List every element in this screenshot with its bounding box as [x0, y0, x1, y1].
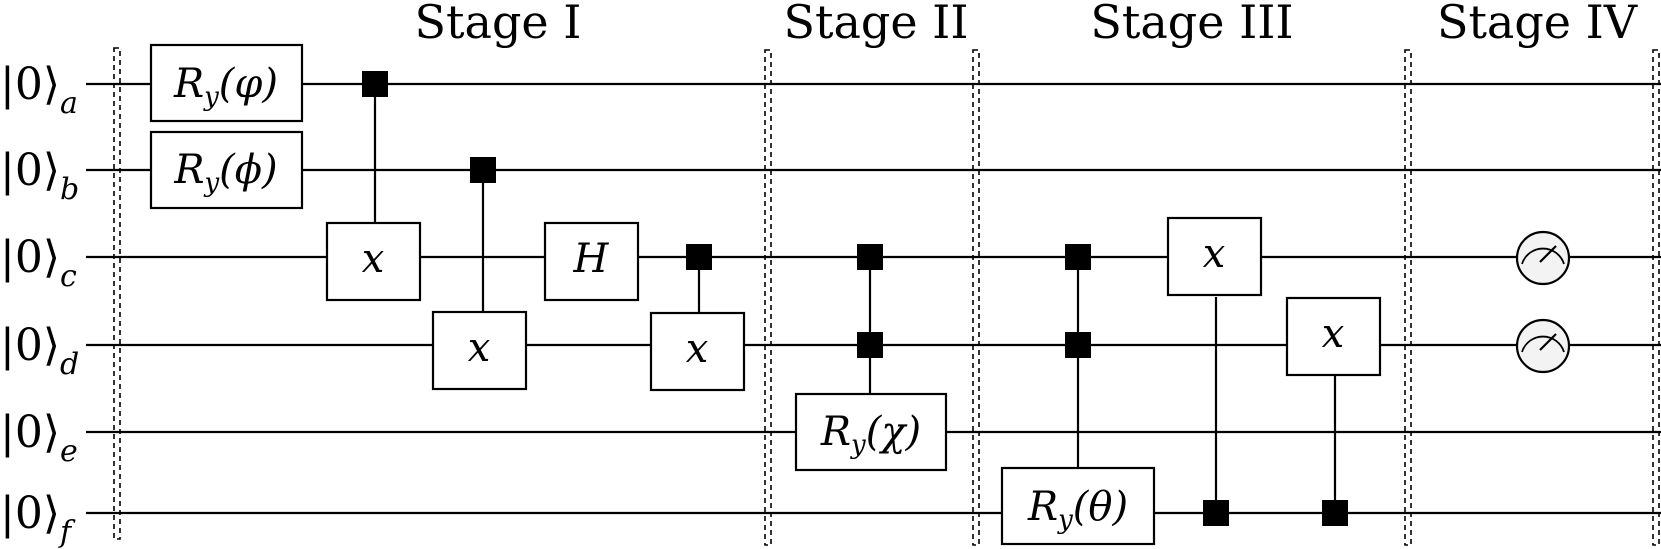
control-dot-a-1	[362, 71, 388, 97]
gate-x-d-1: x	[431, 310, 528, 391]
gate-h-c: H	[543, 221, 640, 302]
gate-h-c-box	[543, 221, 640, 302]
meter-d-arc	[1521, 335, 1565, 353]
control-dot-d-3	[1065, 332, 1091, 358]
gate-ry-b: Ry(ϕ)	[149, 130, 304, 210]
control-dot-b-1	[470, 157, 496, 183]
qubit-labels: |0⟩a |0⟩b |0⟩c |0⟩d |0⟩e |0⟩f	[0, 59, 79, 549]
ket-e: |0⟩e	[0, 407, 78, 469]
barriers	[113, 47, 1660, 546]
gate-x-d-2-label: x	[686, 326, 709, 372]
meter-c-needle	[1539, 245, 1557, 263]
gate-ry-f-label: Ry(θ)	[1027, 484, 1128, 535]
gate-ry-f: Ry(θ)	[1000, 466, 1156, 546]
ket-a: |0⟩a	[0, 59, 78, 121]
control-dot-f-1	[1203, 500, 1229, 526]
gate-x-d-3-label: x	[1322, 311, 1345, 357]
measurement-c	[1515, 230, 1571, 286]
gate-h-c-label: H	[573, 236, 610, 282]
barrier-3	[1404, 49, 1412, 546]
gate-ry-e-label: Ry(χ)	[820, 409, 921, 460]
meter-d-needle	[1539, 333, 1557, 351]
gate-x-c-3-box	[1166, 216, 1263, 297]
gate-ry-f-box	[1000, 466, 1156, 546]
ket-b: |0⟩b	[0, 145, 79, 207]
control-dot-c-2	[857, 244, 883, 270]
barrier-2	[972, 49, 980, 546]
gate-x-d-1-box	[431, 310, 528, 391]
gate-x-d-3-box	[1285, 296, 1382, 377]
gate-x-d-1-label: x	[468, 325, 491, 371]
control-dot-c-1	[686, 244, 712, 270]
gate-x-c-1: x	[325, 221, 422, 302]
gate-x-d-2-box	[649, 311, 746, 392]
gate-x-c-3: x	[1166, 216, 1263, 297]
gate-x-c-1-label: x	[362, 236, 385, 282]
gate-x-d-2: x	[649, 311, 746, 392]
control-dot-f-2	[1322, 500, 1348, 526]
control-dot-d-2	[857, 332, 883, 358]
meter-c-arc	[1521, 247, 1565, 265]
gate-x-c-1-box	[325, 221, 422, 302]
stage-1-title: Stage I	[415, 0, 582, 49]
stage-2-title: Stage II	[783, 0, 968, 49]
ket-f: |0⟩f	[0, 488, 76, 549]
gate-ry-b-box	[149, 130, 304, 210]
stage-4-title: Stage IV	[1437, 0, 1638, 49]
ket-c: |0⟩c	[0, 232, 77, 294]
barrier-1	[764, 49, 772, 546]
barrier-0	[113, 47, 121, 540]
gate-ry-e: Ry(χ)	[794, 392, 948, 472]
gate-ry-a-box	[149, 43, 304, 123]
ket-d: |0⟩d	[0, 320, 79, 382]
gate-ry-e-box	[794, 392, 948, 472]
stage-3-title: Stage III	[1090, 0, 1293, 49]
gate-x-d-3: x	[1285, 296, 1382, 377]
control-lines	[373, 84, 1337, 513]
gate-ry-a-label: Ry(φ)	[173, 61, 278, 112]
gate-x-c-3-label: x	[1203, 231, 1226, 277]
barrier-4	[1652, 49, 1660, 546]
gate-ry-b-label: Ry(ϕ)	[173, 147, 277, 198]
measurement-d	[1515, 318, 1571, 374]
control-dot-c-3	[1065, 244, 1091, 270]
gate-ry-a: Ry(φ)	[149, 43, 304, 123]
